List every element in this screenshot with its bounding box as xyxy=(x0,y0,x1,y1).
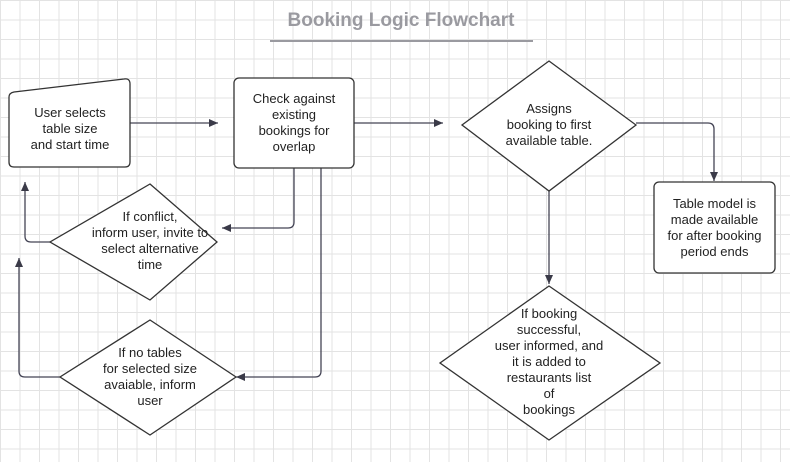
no-tables-label: If no tables for selected size avaiable,… xyxy=(103,345,197,408)
if-conflict-label: If conflict, inform user, invite to sele… xyxy=(91,209,209,272)
connector-check-to-conflict xyxy=(222,168,295,232)
table-available-shape xyxy=(653,181,776,274)
connector-conflict-to-select xyxy=(21,182,83,243)
booking-successful-shape xyxy=(438,285,662,441)
connector-assign-to-table-available xyxy=(636,122,718,181)
connector-no-tables-to-select xyxy=(15,258,60,378)
diagram-title: Booking Logic Flowchart xyxy=(287,10,515,31)
check-overlap-label: Check against existing bookings for over… xyxy=(252,91,336,154)
booking-successful-label: If booking successful, user informed, an… xyxy=(494,306,604,417)
check-overlap-shape xyxy=(233,77,355,169)
table-available-label: Table model is made available for after … xyxy=(667,196,762,259)
if-conflict-shape xyxy=(48,183,218,301)
assigns-booking-label: Assigns booking to first available table… xyxy=(505,101,593,148)
assigns-booking-shape xyxy=(460,60,638,192)
title-underline xyxy=(270,40,533,42)
user-selects-shape xyxy=(8,78,131,168)
no-tables-shape xyxy=(58,319,238,436)
user-selects-label: User selects table size and start time xyxy=(30,105,110,152)
connector-check-to-no-tables xyxy=(236,168,322,381)
